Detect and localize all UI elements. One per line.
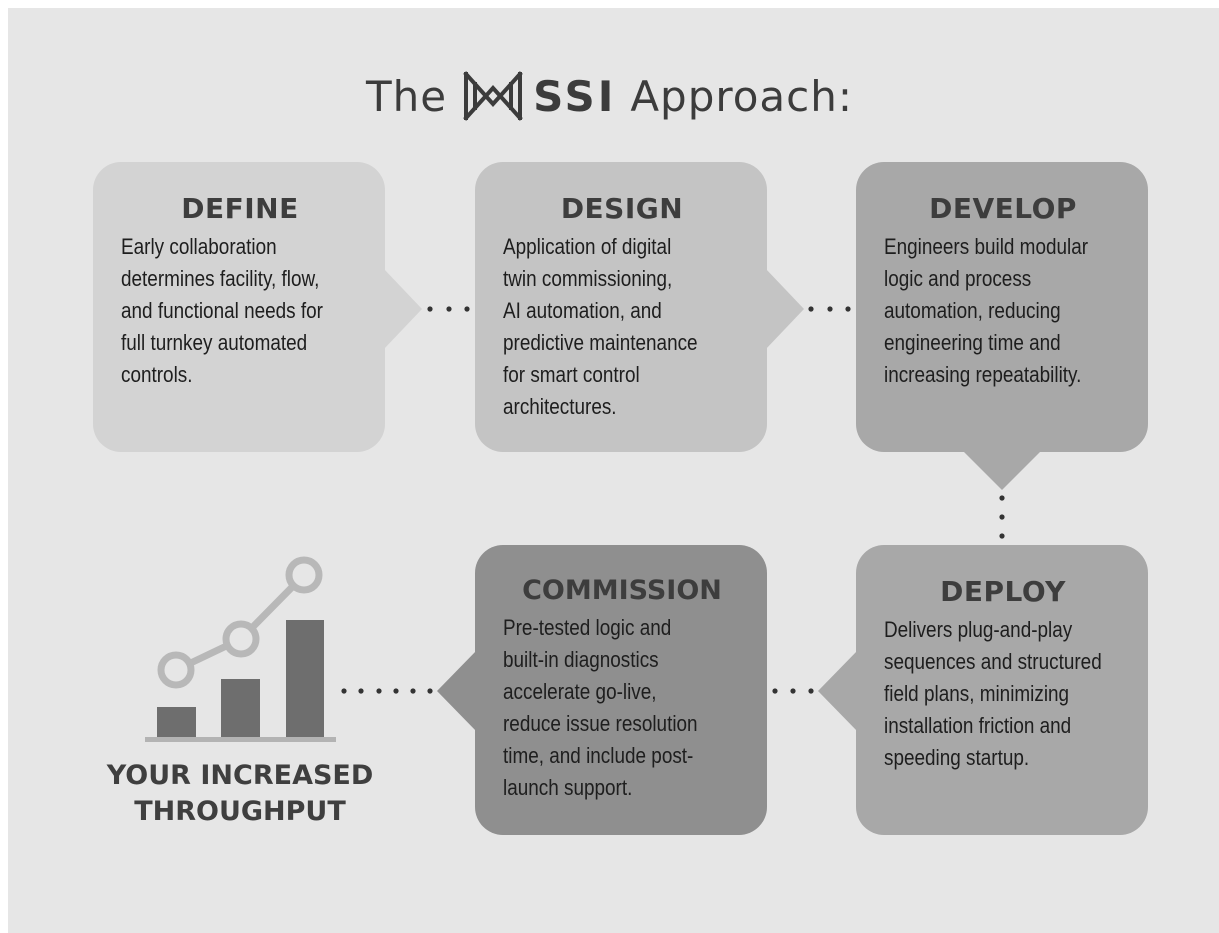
description-line: field plans, minimizing	[884, 681, 1070, 706]
brand-logo: SSI	[461, 70, 616, 122]
step-heading: DEVELOP	[929, 192, 1077, 225]
description-line: twin commissioning,	[503, 266, 673, 291]
step-card-design: DESIGN Application of digital twin commi…	[475, 162, 767, 452]
step-card-commission: COMMISSION Pre-tested logic and built-in…	[475, 545, 767, 835]
outcome-line: YOUR INCREASED	[106, 760, 374, 791]
step-description: Engineers build modular logic and proces…	[884, 231, 1125, 391]
connector-dots-deploy-commission	[772, 688, 814, 694]
description-line: Pre-tested logic and	[503, 615, 672, 640]
title-suffix: Approach:	[630, 71, 854, 121]
description-line: full turnkey automated	[121, 330, 308, 355]
connector-dots-design-develop	[808, 306, 851, 312]
brand-name: SSI	[533, 71, 617, 121]
outcome-line: THROUGHPUT	[134, 796, 346, 827]
description-line: AI automation, and	[503, 298, 662, 323]
description-line: and functional needs for	[121, 298, 323, 323]
connector-dots-commission-outcome	[341, 688, 433, 694]
description-line: for smart control	[503, 362, 640, 387]
step-card-define: DEFINE Early collaboration determines fa…	[93, 162, 385, 452]
step-description: Delivers plug-and-play sequences and str…	[884, 614, 1125, 774]
description-line: controls.	[121, 362, 193, 387]
step-description: Application of digital twin commissionin…	[503, 231, 744, 423]
step-card-deploy: DEPLOY Delivers plug-and-play sequences …	[856, 545, 1148, 835]
design-arrow-pointer	[765, 268, 804, 350]
description-line: Engineers build modular	[884, 234, 1089, 259]
step-card-develop: DEVELOP Engineers build modular logic an…	[856, 162, 1148, 452]
step-heading: DEFINE	[181, 192, 299, 225]
description-line: installation friction and	[884, 713, 1072, 738]
connector-dots-define-design	[427, 306, 470, 312]
deploy-arrow-pointer	[818, 650, 858, 732]
description-line: accelerate go-live,	[503, 679, 657, 704]
develop-arrow-pointer	[962, 450, 1042, 490]
description-line: Delivers plug-and-play	[884, 617, 1073, 642]
description-line: logic and process	[884, 266, 1032, 291]
step-heading: COMMISSION	[522, 575, 722, 606]
title-prefix: The	[365, 71, 448, 121]
description-line: built-in diagnostics	[503, 647, 659, 672]
define-arrow-pointer	[383, 268, 422, 350]
step-description: Early collaboration determines facility,…	[121, 231, 362, 391]
description-line: increasing repeatability.	[884, 362, 1082, 387]
connector-dots-develop-deploy	[999, 495, 1005, 539]
description-line: launch support.	[503, 775, 633, 800]
step-heading: DESIGN	[560, 192, 684, 225]
step-heading: DEPLOY	[940, 575, 1066, 608]
description-line: architectures.	[503, 394, 617, 419]
outcome-label: YOUR INCREASED THROUGHPUT	[60, 758, 420, 830]
description-line: Application of digital	[503, 234, 672, 259]
growth-chart-icon	[145, 556, 336, 742]
description-line: speeding startup.	[884, 745, 1030, 770]
description-line: Early collaboration	[121, 234, 277, 259]
description-line: predictive maintenance	[503, 330, 698, 355]
description-line: reduce issue resolution	[503, 711, 698, 736]
description-line: engineering time and	[884, 330, 1061, 355]
page-title: The SSI Approach:	[0, 70, 1219, 122]
description-line: automation, reducing	[884, 298, 1061, 323]
description-line: sequences and structured	[884, 649, 1102, 674]
description-line: time, and include post-	[503, 743, 694, 768]
description-line: determines facility, flow,	[121, 266, 320, 291]
ssi-m-logo-icon	[463, 71, 523, 121]
commission-arrow-pointer	[437, 650, 477, 732]
step-description: Pre-tested logic and built-in diagnostic…	[503, 612, 744, 804]
